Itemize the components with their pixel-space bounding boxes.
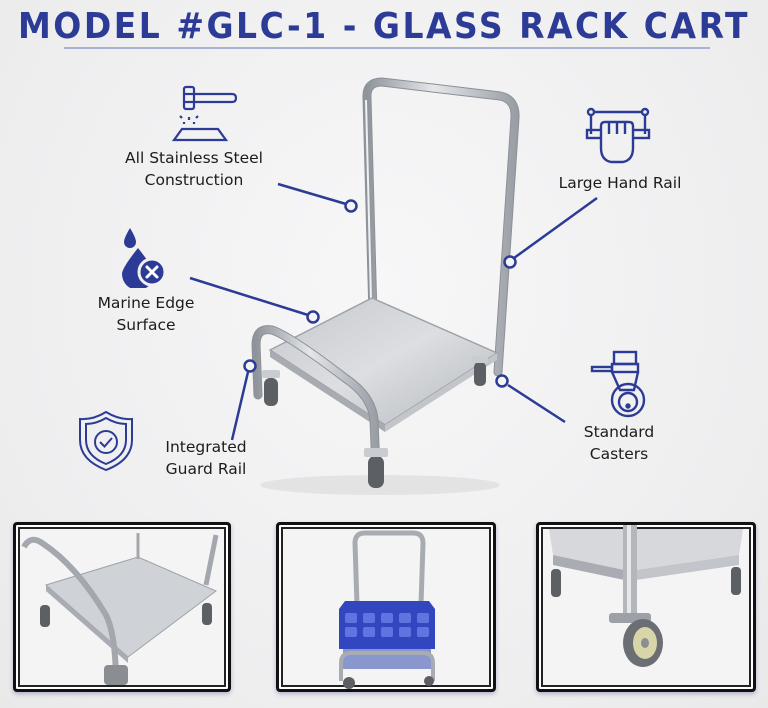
feature-label-stainless: All Stainless Steel Construction bbox=[125, 149, 263, 189]
callout-lines bbox=[189, 182, 598, 441]
hammer-anvil-icon bbox=[164, 84, 244, 150]
water-drop-x-icon bbox=[116, 226, 172, 292]
feature-label-hand-rail: Large Hand Rail bbox=[558, 174, 682, 192]
cart-illustration bbox=[189, 77, 598, 495]
caster-wheel-icon bbox=[590, 350, 646, 424]
gallery-photo-shelf-detail bbox=[13, 522, 231, 692]
hand-grip-rail-icon bbox=[585, 104, 651, 172]
page-title: MODEL #GLC-1 - GLASS RACK CART bbox=[17, 4, 751, 47]
title-underline bbox=[64, 47, 710, 49]
feature-label-guard-rail: Integrated Guard Rail bbox=[165, 438, 247, 478]
feature-label-marine-edge: Marine Edge Surface bbox=[97, 294, 195, 334]
gallery-photo-with-rack bbox=[276, 522, 496, 692]
shield-check-icon bbox=[77, 410, 135, 476]
gallery-photo-caster-detail bbox=[536, 522, 756, 692]
feature-label-casters: Standard Casters bbox=[583, 423, 655, 463]
